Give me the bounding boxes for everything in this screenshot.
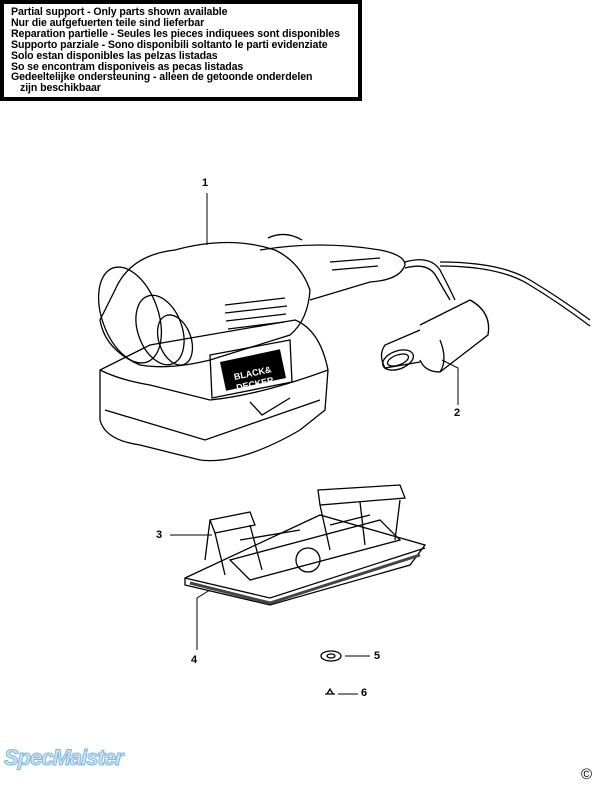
sander-body-drawing <box>97 233 456 462</box>
leader-line-4 <box>196 589 211 650</box>
part-number-3[interactable]: 3 <box>156 529 163 541</box>
part-number-2[interactable]: 2 <box>454 407 461 419</box>
copyright-symbol: © <box>581 766 593 783</box>
notice-line: So se encontram disponiveis as pecas lis… <box>11 60 244 73</box>
notice-line: Reparation partielle - Seules les pieces… <box>11 27 340 40</box>
notice-line: Solo estan disponibles las pelzas listad… <box>11 49 218 62</box>
part-number-4[interactable]: 4 <box>191 654 198 666</box>
washer-drawing <box>320 650 342 662</box>
part-number-6[interactable]: 6 <box>361 687 368 699</box>
screw-drawing <box>325 687 335 695</box>
dust-adapter-drawing <box>380 299 490 373</box>
watermark-logo: SpecMaister <box>4 745 125 771</box>
partial-support-notice: Partial support - Only parts shown avail… <box>0 0 362 101</box>
notice-line: Partial support - Only parts shown avail… <box>11 6 228 18</box>
part-number-5[interactable]: 5 <box>374 650 381 662</box>
part-number-1[interactable]: 1 <box>202 177 209 189</box>
notice-line: Supporto parziale - Sono disponibili sol… <box>11 38 328 51</box>
notice-line: Nur die aufgefuerten teile sind lieferba… <box>11 16 205 29</box>
power-cable <box>439 261 591 321</box>
notice-line: Gedeeltelijke ondersteuning - alleen de … <box>11 71 313 84</box>
base-assembly-drawing <box>184 484 427 606</box>
leader-line-2 <box>441 359 459 405</box>
notice-line: zijn beschikbaar <box>20 82 101 95</box>
